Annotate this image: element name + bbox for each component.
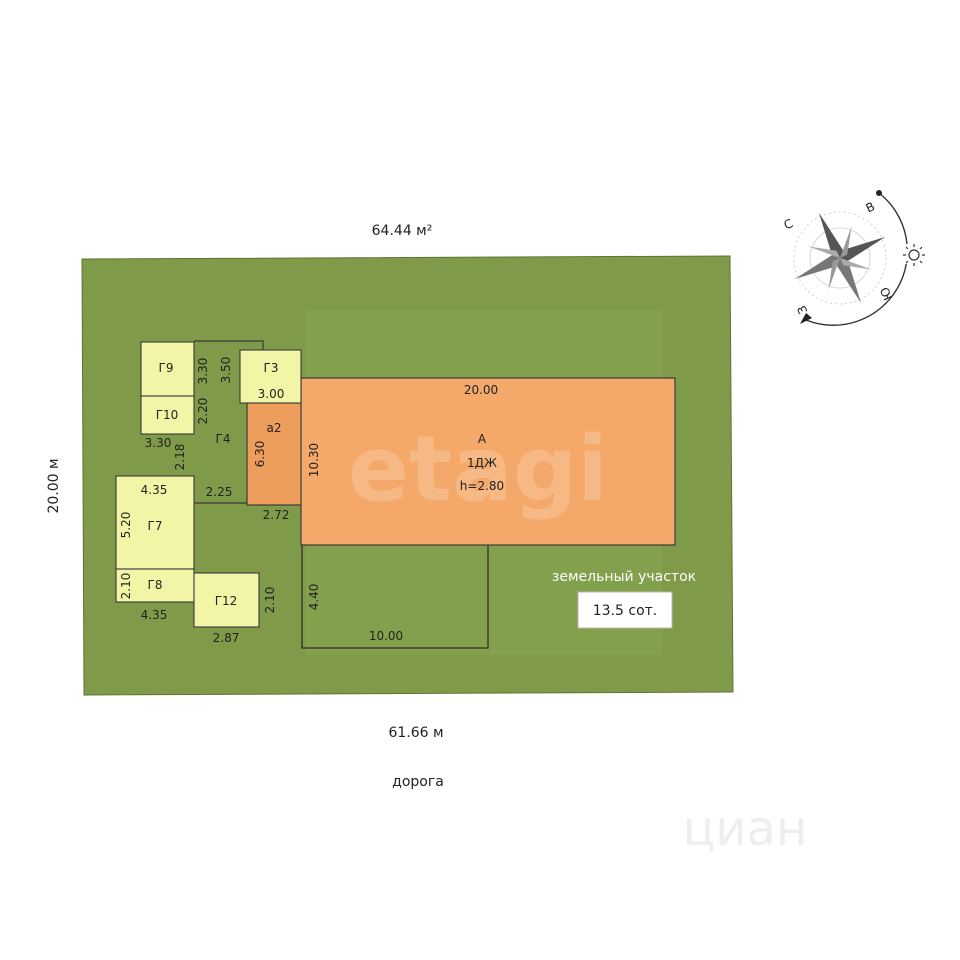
cian-watermark: циан — [683, 801, 808, 857]
compass-star-icon — [794, 212, 886, 304]
g12-height: 2.10 — [263, 587, 277, 614]
g8-name: Г8 — [148, 578, 163, 592]
area-box — [577, 591, 673, 629]
g4-outline — [194, 340, 264, 350]
sun-path-arc — [805, 192, 908, 326]
sun-icon — [903, 244, 925, 266]
g10-width: 3.30 — [145, 436, 172, 450]
yard-outline — [301, 545, 489, 649]
g4-h1: 3.30 — [196, 358, 210, 385]
g7-width: 4.35 — [141, 483, 168, 497]
g4-h2: 2.20 — [196, 398, 210, 425]
g10-name: Г10 — [156, 408, 179, 422]
compass-east: В — [864, 199, 877, 215]
area-value: 13.5 сот. — [593, 603, 658, 619]
building-g7 — [115, 475, 195, 570]
house-code: 1ДЖ — [467, 456, 497, 470]
compass-rose: С В Ю З — [782, 190, 925, 326]
g3-width: 3.00 — [258, 387, 285, 401]
g8-width: 4.35 — [141, 608, 168, 622]
area-title: земельный участок — [552, 569, 696, 585]
house-letter: А — [478, 432, 487, 446]
building-g8 — [115, 568, 195, 603]
building-g3 — [239, 349, 302, 404]
building-g12 — [193, 572, 260, 628]
g7-name: Г7 — [148, 519, 163, 533]
yard-height-label: 4.40 — [307, 584, 321, 611]
building-g10 — [140, 395, 195, 435]
g3-height: 3.50 — [219, 357, 233, 384]
g4-name: Г4 — [216, 432, 231, 446]
g3-name: Г3 — [264, 361, 279, 375]
g7-height: 5.20 — [119, 512, 133, 539]
arrow-head-icon — [800, 313, 812, 324]
compass-south: Ю — [877, 285, 895, 303]
compass-west: З — [794, 303, 810, 316]
g4-d1: 2.18 — [173, 444, 187, 471]
g12-name: Г12 — [215, 594, 238, 608]
house-width-label: 20.00 — [464, 383, 498, 397]
yard-width-label: 10.00 — [369, 629, 403, 643]
annex-name: а2 — [267, 421, 282, 435]
bottom-dimension: 61.66 м — [388, 725, 443, 741]
g4-w1: 2.25 — [206, 485, 233, 499]
g12-width: 2.87 — [213, 631, 240, 645]
annex-width-label: 2.72 — [263, 508, 290, 522]
house-height: h=2.80 — [460, 479, 504, 493]
annex-height-label: 6.30 — [253, 441, 267, 468]
top-dimension: 64.44 м² — [372, 223, 433, 239]
g8-height: 2.10 — [119, 573, 133, 600]
road-label: дорога — [392, 774, 444, 790]
side-dimension: 20.00 м — [46, 458, 62, 513]
house-height-label: 10.30 — [307, 443, 321, 477]
g9-name: Г9 — [159, 361, 174, 375]
house-a — [300, 377, 676, 546]
etagi-watermark: etagi — [348, 417, 608, 522]
sun-start-dot — [876, 190, 882, 196]
compass-north: С — [782, 216, 796, 232]
